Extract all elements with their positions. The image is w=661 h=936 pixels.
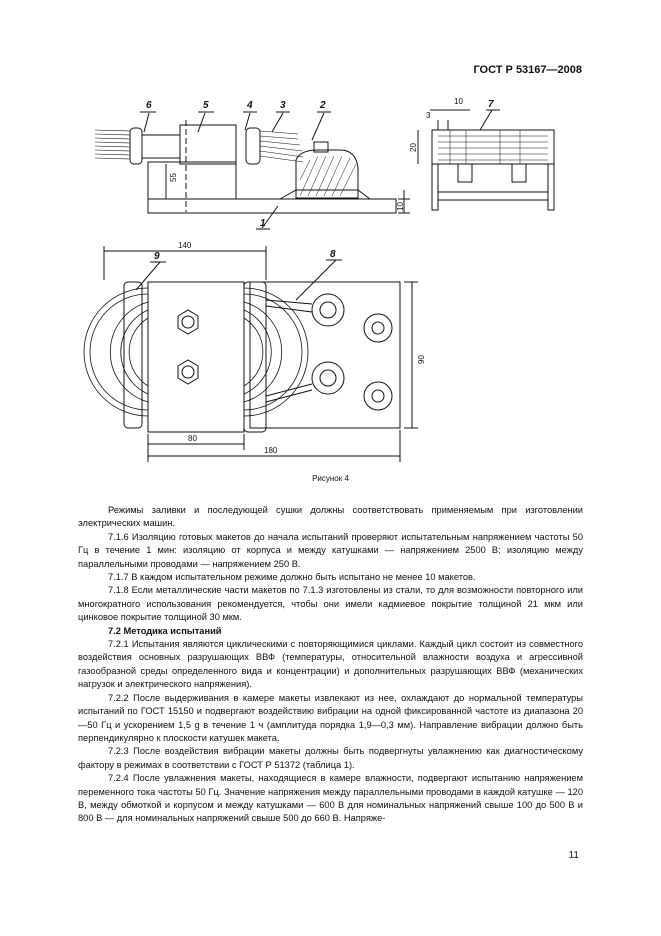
dim-20: 20 — [409, 143, 418, 152]
dim-180: 180 — [264, 446, 278, 455]
callout-4: 4 — [246, 100, 253, 111]
callout-8: 8 — [330, 249, 336, 260]
paragraph-7-1-7: 7.1.7 В каждом испытательном режиме долж… — [108, 572, 476, 583]
paragraph-7-2-3: 7.2.3 После воздействия вибрации макеты … — [78, 746, 583, 770]
figure-4-drawing: 6 5 4 3 2 1 7 8 9 55 10 3 10 20 140 90 8… — [83, 97, 555, 462]
section-heading-7-2: 7.2 Методика испытаний — [108, 625, 222, 636]
paragraph-7-1-8: 7.1.8 Если металлические части макетов п… — [78, 585, 583, 623]
paragraph-7-2-2: 7.2.2 После выдерживания в камере макеты… — [78, 692, 583, 743]
dim-90: 90 — [417, 355, 426, 364]
paragraph-7-2-1: 7.2.1 Испытания являются циклическими с … — [78, 639, 583, 690]
callout-3: 3 — [280, 100, 286, 111]
dim-10-top: 10 — [454, 97, 463, 106]
paragraph-7-1-6: 7.1.6 Изоляцию готовых макетов до начала… — [78, 531, 583, 569]
dim-3: 3 — [426, 111, 431, 120]
standard-header: ГОСТ Р 53167—2008 — [473, 64, 582, 76]
side-view — [94, 111, 410, 230]
callout-5: 5 — [203, 100, 209, 111]
dim-80: 80 — [188, 434, 197, 443]
plan-view — [83, 246, 418, 462]
callout-6: 6 — [146, 100, 152, 111]
paragraph-pouring: Режимы заливки и последующей сушки должн… — [78, 505, 583, 529]
end-view — [417, 109, 555, 211]
callout-2: 2 — [319, 100, 326, 111]
dim-55: 55 — [169, 173, 178, 182]
body-text: Режимы заливки и последующей сушки должн… — [78, 504, 583, 826]
callout-7: 7 — [488, 99, 494, 110]
page-number: 11 — [568, 850, 579, 861]
paragraph-7-2-4: 7.2.4 После увлажнения макеты, находящие… — [78, 773, 583, 824]
callout-9: 9 — [154, 251, 160, 262]
dim-10-side: 10 — [396, 202, 405, 211]
figure-caption: Рисунок 4 — [312, 474, 349, 483]
dim-140: 140 — [178, 241, 192, 250]
callout-1: 1 — [260, 218, 266, 229]
